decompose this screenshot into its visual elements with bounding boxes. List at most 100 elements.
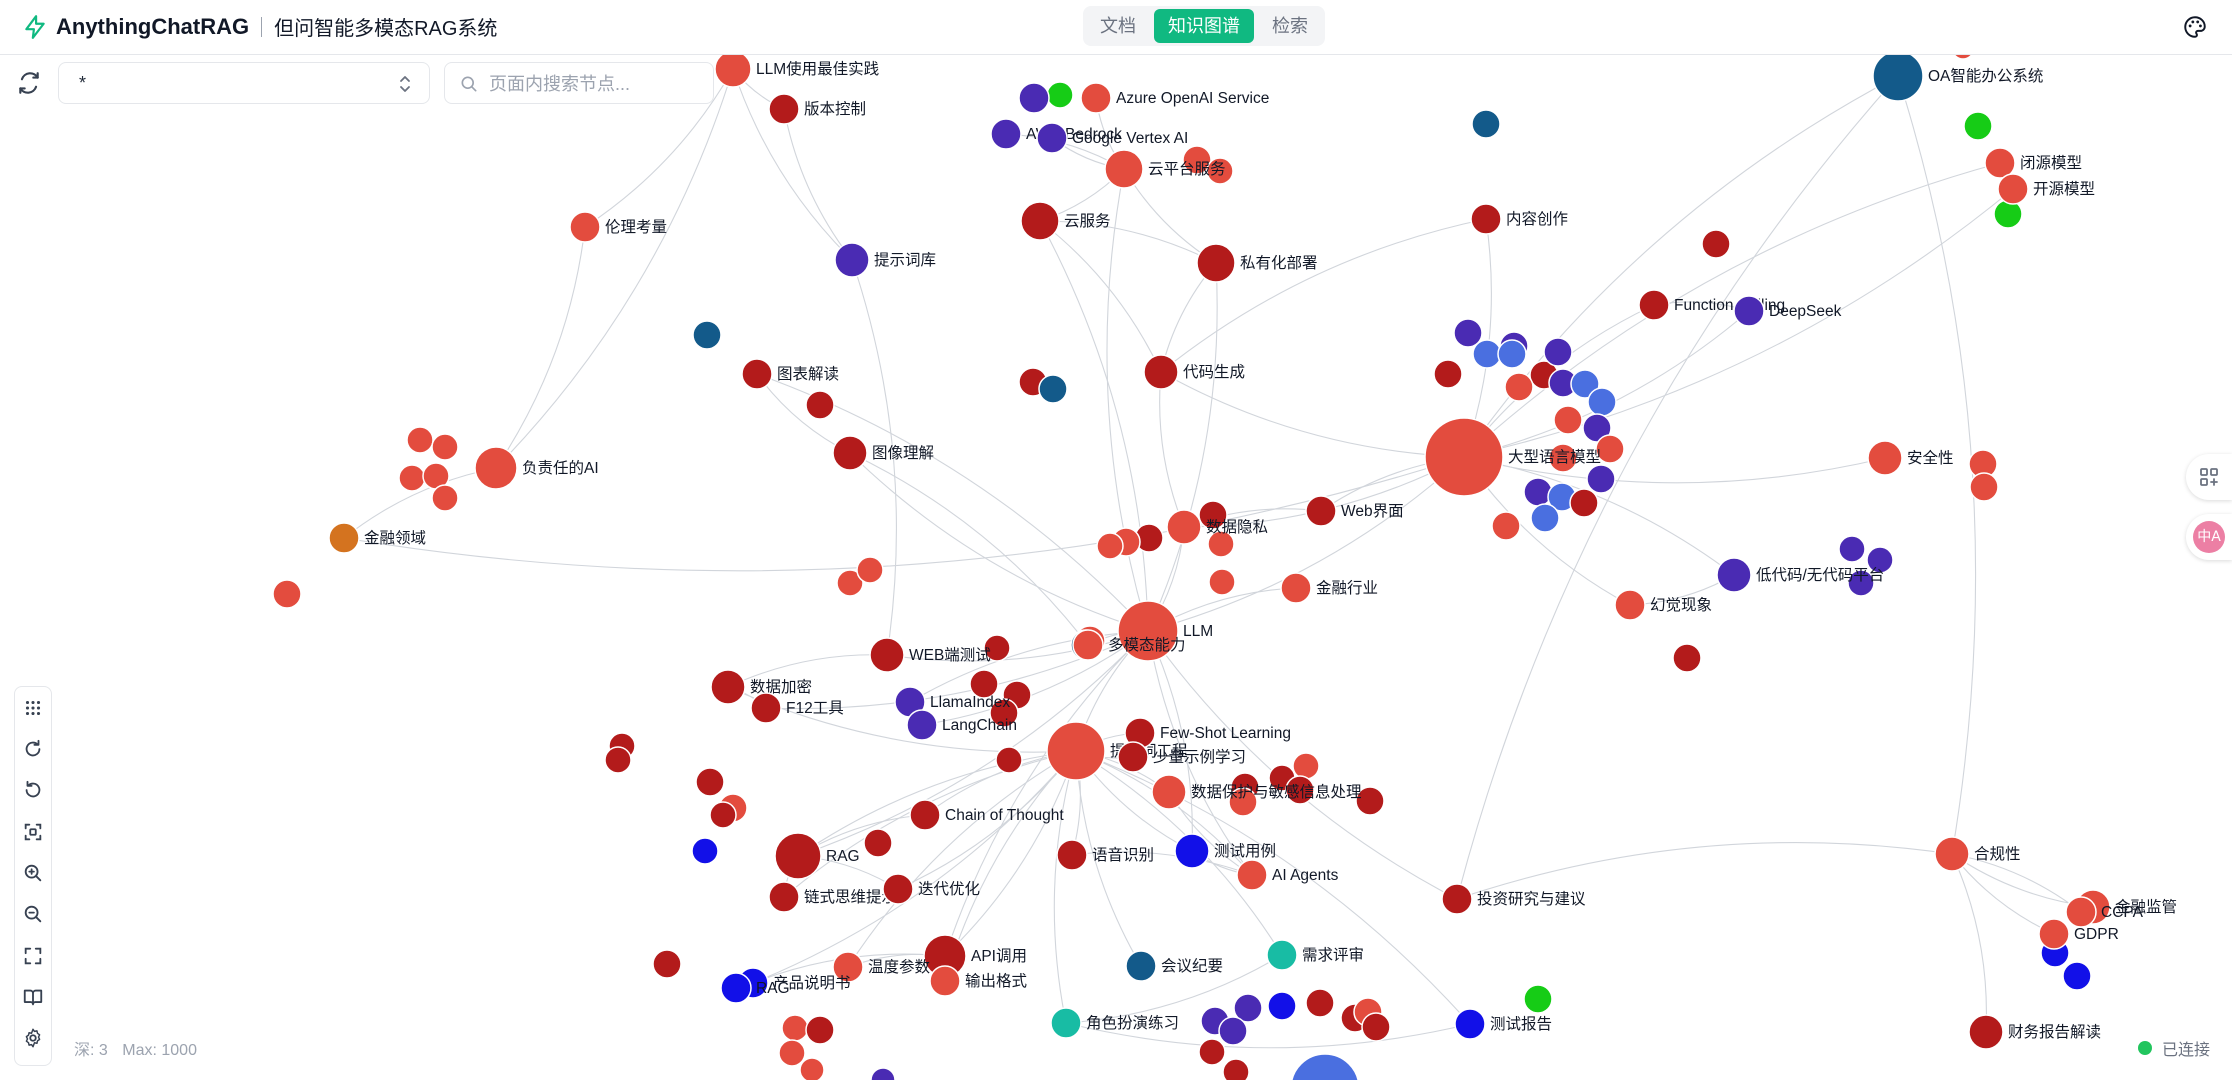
- fullscreen-button[interactable]: [18, 941, 48, 970]
- graph-node[interactable]: 低代码/无代码平台: [1716, 557, 1884, 593]
- graph-node-circle[interactable]: [1072, 629, 1104, 661]
- graph-node[interactable]: 迭代优化: [882, 873, 980, 905]
- graph-node-circle[interactable]: [750, 692, 782, 724]
- graph-node-circle[interactable]: [1166, 509, 1202, 545]
- rotate-ccw-button[interactable]: [18, 776, 48, 805]
- graph-node[interactable]: [1530, 503, 1560, 533]
- graph-node-circle[interactable]: [768, 881, 800, 913]
- graph-node[interactable]: [805, 390, 835, 420]
- graph-node[interactable]: 需求评审: [1266, 939, 1364, 971]
- graph-node[interactable]: Google Vertex AI: [1036, 122, 1188, 154]
- graph-node[interactable]: Chain of Thought: [909, 799, 1064, 831]
- graph-node[interactable]: 会议纪要: [1125, 950, 1223, 982]
- graph-node-circle[interactable]: [1151, 774, 1187, 810]
- graph-node-circle[interactable]: [474, 446, 518, 490]
- graph-node[interactable]: [1038, 374, 1068, 404]
- graph-node-circle[interactable]: [1236, 859, 1268, 891]
- graph-node-circle[interactable]: [710, 669, 746, 705]
- graph-node-circle[interactable]: [1056, 839, 1088, 871]
- graph-node[interactable]: [1361, 1012, 1391, 1042]
- graph-node[interactable]: 负责任的AI: [474, 446, 599, 490]
- graph-node[interactable]: [1963, 111, 1993, 141]
- graph-nodes[interactable]: 大型语言模型LLM提示词工程OA智能办公系统负责任的AIRAGAPI调用LLM使…: [272, 54, 2177, 1080]
- graph-node[interactable]: [1292, 752, 1320, 780]
- graph-node[interactable]: [856, 556, 884, 584]
- graph-node-circle[interactable]: [1046, 721, 1106, 781]
- graph-node-circle[interactable]: [1968, 1014, 2004, 1050]
- graph-node[interactable]: [1523, 984, 1553, 1014]
- label-select[interactable]: *: [58, 62, 430, 104]
- graph-node[interactable]: 少量示例学习: [1117, 741, 1246, 773]
- graph-node[interactable]: [969, 669, 999, 699]
- graph-node[interactable]: [870, 1067, 896, 1080]
- graph-node[interactable]: [1952, 54, 1974, 60]
- graph-node-circle[interactable]: [714, 54, 752, 88]
- graph-node[interactable]: [989, 698, 1019, 728]
- graph-node-circle[interactable]: [1174, 833, 1210, 869]
- graph-node[interactable]: [1206, 157, 1234, 185]
- graph-node-circle[interactable]: [832, 435, 868, 471]
- graph-node[interactable]: 输出格式: [929, 965, 1027, 997]
- graph-node[interactable]: [781, 1014, 809, 1042]
- graph-node[interactable]: [1471, 109, 1501, 139]
- graph-node[interactable]: [1587, 387, 1617, 417]
- graph-node[interactable]: [1207, 530, 1235, 558]
- graph-node[interactable]: [983, 634, 1011, 662]
- graph-node[interactable]: [1548, 443, 1578, 473]
- graph-node-circle[interactable]: [2065, 896, 2097, 928]
- graph-node[interactable]: [1218, 1016, 1248, 1046]
- graph-node[interactable]: [431, 484, 459, 512]
- rotate-cw-button[interactable]: [18, 734, 48, 763]
- layout-button[interactable]: [18, 693, 48, 722]
- graph-node[interactable]: [1046, 81, 1074, 109]
- settings-button[interactable]: [18, 1024, 48, 1053]
- search-input[interactable]: [487, 67, 711, 101]
- graph-node[interactable]: [1222, 1058, 1250, 1080]
- graph-node[interactable]: [1847, 569, 1875, 597]
- graph-node[interactable]: [863, 828, 893, 858]
- graph-node[interactable]: [1472, 339, 1502, 369]
- tab-knowledge-graph[interactable]: 知识图谱: [1154, 9, 1254, 43]
- graph-node[interactable]: LangChain: [906, 709, 1017, 741]
- graph-node-circle[interactable]: [1638, 289, 1670, 321]
- focus-button[interactable]: [18, 817, 48, 846]
- graph-node[interactable]: 大型语言模型: [1424, 417, 1601, 497]
- graph-node-circle[interactable]: [1143, 354, 1179, 390]
- graph-node-circle[interactable]: [1125, 950, 1157, 982]
- graph-node-circle[interactable]: [1934, 836, 1970, 872]
- graph-node[interactable]: 云平台服务: [1104, 149, 1226, 189]
- graph-node[interactable]: Web界面: [1305, 495, 1404, 527]
- graph-node-circle[interactable]: [834, 242, 870, 278]
- graph-node[interactable]: [1553, 405, 1583, 435]
- graph-node[interactable]: 财务报告解读: [1968, 1014, 2101, 1050]
- graph-node-circle[interactable]: [929, 965, 961, 997]
- graph-node[interactable]: 图表解读: [741, 358, 839, 390]
- graph-node[interactable]: [1497, 339, 1527, 369]
- graph-node[interactable]: [1305, 988, 1335, 1018]
- graph-node[interactable]: F12工具: [750, 692, 844, 724]
- graph-node-circle[interactable]: [569, 211, 601, 243]
- graph-node[interactable]: [272, 579, 302, 609]
- graph-node-circle[interactable]: [1266, 939, 1298, 971]
- graph-node[interactable]: [431, 433, 459, 461]
- graph-node[interactable]: [709, 801, 737, 829]
- side-apps-button[interactable]: [2186, 454, 2232, 500]
- graph-node[interactable]: [836, 569, 864, 597]
- graph-node[interactable]: 测试报告: [1454, 1008, 1552, 1040]
- graph-node[interactable]: [604, 746, 632, 774]
- graph-node-circle[interactable]: [909, 799, 941, 831]
- graph-node[interactable]: 提示词库: [834, 242, 936, 278]
- legend-button[interactable]: [18, 982, 48, 1011]
- graph-node[interactable]: Few-Shot Learning: [1124, 717, 1291, 749]
- zoom-out-button[interactable]: [18, 900, 48, 929]
- graph-node[interactable]: DeepSeek: [1733, 295, 1842, 327]
- graph-node[interactable]: [778, 1039, 806, 1067]
- graph-node[interactable]: 温度参数: [832, 951, 931, 983]
- graph-node-circle[interactable]: [906, 709, 938, 741]
- graph-node[interactable]: [1285, 775, 1315, 805]
- graph-node[interactable]: 安全性: [1867, 440, 1954, 476]
- graph-node-circle[interactable]: [741, 358, 773, 390]
- graph-node-circle[interactable]: [990, 118, 1022, 150]
- graph-node[interactable]: [1969, 472, 1999, 502]
